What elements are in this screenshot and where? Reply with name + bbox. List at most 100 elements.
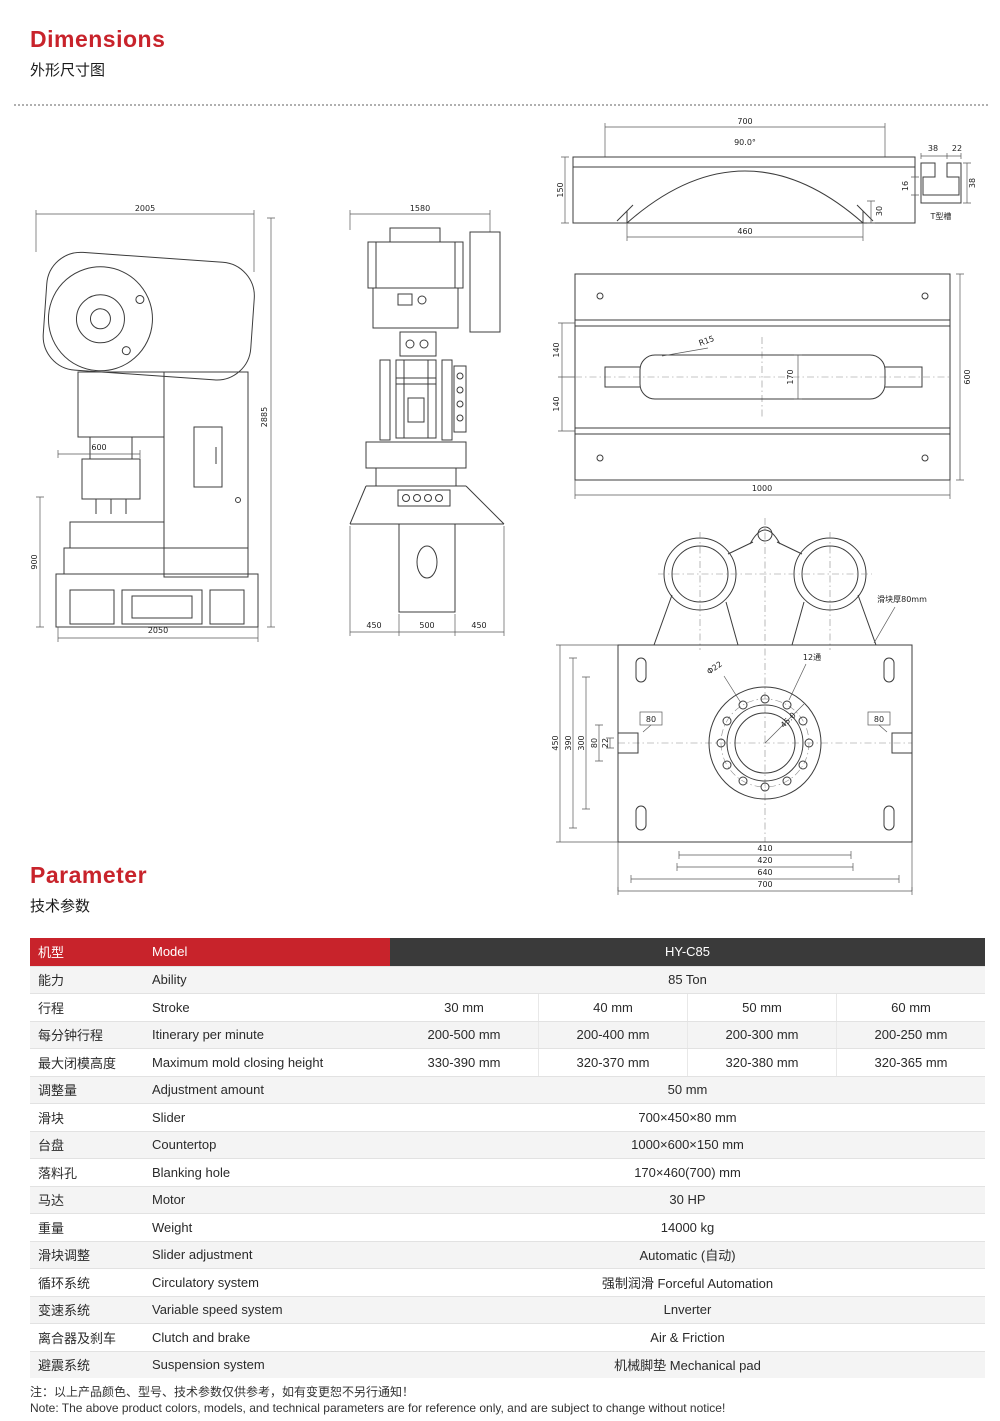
spec-label-en: Itinerary per minute: [152, 1027, 264, 1043]
dim-label: 700: [737, 117, 752, 126]
dim-label: 450: [366, 621, 381, 630]
footer-notes: 注：以上产品颜色、型号、技术参数仅供参考，如有变更恕不另行通知！ Note: T…: [30, 1384, 725, 1416]
spec-value: 85 Ton: [668, 972, 707, 988]
dim-label: 410: [757, 844, 772, 853]
spec-value: 330-390 mm: [427, 1054, 501, 1070]
spec-value: 200-300 mm: [687, 1021, 836, 1048]
spec-label-en: Slider adjustment: [152, 1247, 253, 1263]
dim-label: 640: [757, 868, 772, 877]
dim-label: 1000: [752, 484, 772, 493]
dim-label: 170: [786, 369, 795, 384]
dim-label: 460: [737, 227, 752, 236]
spec-value: 强制润滑 Forceful Automation: [601, 1275, 774, 1291]
spec-label-cn: 行程: [38, 1000, 65, 1016]
table-row: 每分钟行程 Itinerary per minute 200-500 mm 20…: [30, 1020, 985, 1048]
dim-label: 390: [564, 735, 573, 750]
parameter-heading: Parameter 技术参数: [30, 862, 147, 916]
spec-label-cn: 落料孔: [38, 1165, 78, 1181]
note-cn: 注：以上产品颜色、型号、技术参数仅供参考，如有变更恕不另行通知！: [30, 1385, 415, 1399]
table-row: 滑块 Slider 700×450×80 mm: [30, 1103, 985, 1131]
spec-label-en: Model: [152, 944, 188, 960]
spec-value: 50 mm: [687, 994, 836, 1021]
dim-label: 30: [875, 206, 884, 216]
dim-label: 700: [757, 880, 772, 889]
dim-label: 420: [757, 856, 772, 865]
spec-value: 200-400 mm: [538, 1021, 687, 1048]
spec-label-cn: 机型: [38, 945, 65, 961]
slider-thickness-note: 滑块厚80mm: [877, 594, 927, 604]
dim-label: 140: [552, 342, 561, 357]
dim-label: 80: [874, 715, 884, 724]
dim-label: 150: [556, 182, 565, 197]
dim-label: 80: [590, 738, 599, 748]
dimensions-heading: Dimensions 外形尺寸图: [30, 26, 165, 80]
table-row: 避震系统 Suspension system 机械脚垫 Mechanical p…: [30, 1350, 985, 1378]
dim-label: 38: [928, 144, 938, 153]
table-row: 落料孔 Blanking hole 170×460(700) mm: [30, 1158, 985, 1186]
spec-label-en: Ability: [152, 972, 187, 988]
spec-label-en: Suspension system: [152, 1357, 265, 1373]
spec-value: 320-365 mm: [836, 1049, 985, 1076]
spec-value: Lnverter: [663, 1302, 712, 1318]
dim-label: 38: [968, 178, 977, 188]
spec-label-cn: 循环系统: [38, 1275, 91, 1291]
bolster-top-view-drawing: R15 170 140 140 600 1000: [552, 273, 972, 499]
dim-label: 90.0°: [734, 138, 756, 147]
dim-label: Φ22: [705, 660, 724, 677]
spec-label-en: Motor: [152, 1192, 186, 1208]
spec-value: 320-370 mm: [538, 1049, 687, 1076]
spec-label-cn: 滑块: [38, 1110, 65, 1126]
spec-label-en: Blanking hole: [152, 1164, 231, 1180]
spec-label-en: Adjustment amount: [152, 1082, 265, 1098]
dotted-separator: [14, 104, 988, 106]
spec-value: 机械脚垫 Mechanical pad: [614, 1358, 761, 1374]
spec-label-en: Clutch and brake: [152, 1329, 251, 1345]
spec-label-en: Circulatory system: [152, 1274, 259, 1290]
spec-value: 200-500 mm: [427, 1027, 501, 1043]
spec-label-cn: 避震系统: [38, 1358, 91, 1374]
spec-label-cn: 每分钟行程: [38, 1028, 104, 1044]
spec-label-cn: 滑块调整: [38, 1248, 91, 1264]
spec-label-en: Variable speed system: [152, 1302, 283, 1318]
table-row: 变速系统 Variable speed system Lnverter: [30, 1295, 985, 1323]
dim-label: 12通: [803, 652, 821, 662]
spec-label-cn: 变速系统: [38, 1303, 91, 1319]
table-row: 能力 Ability 85 Ton: [30, 965, 985, 993]
spec-label-cn: 最大闭模高度: [38, 1055, 117, 1071]
note-en: Note: The above product colors, models, …: [30, 1401, 726, 1415]
spec-value: 1000×600×150 mm: [631, 1137, 744, 1153]
spec-value: Air & Friction: [650, 1329, 725, 1345]
model-value: HY-C85: [664, 944, 711, 960]
parameter-title: Parameter: [30, 862, 148, 888]
spec-value: 320-380 mm: [687, 1049, 836, 1076]
dim-label: 140: [552, 396, 561, 411]
dimensions-title: Dimensions: [30, 26, 166, 52]
spec-label-cn: 马达: [38, 1193, 65, 1209]
spec-value: 30 HP: [669, 1192, 706, 1208]
spec-value: 14000 kg: [660, 1219, 715, 1235]
spec-value: 30 mm: [444, 999, 484, 1015]
spec-value: 700×450×80 mm: [638, 1109, 737, 1125]
dim-label: 16: [901, 181, 910, 191]
t-slot-label: T型槽: [930, 211, 952, 221]
table-row: 台盘 Countertop 1000×600×150 mm: [30, 1130, 985, 1158]
spec-value: 60 mm: [836, 994, 985, 1021]
dim-label: 2050: [148, 626, 168, 635]
spec-label-cn: 调整量: [38, 1083, 78, 1099]
spec-label-cn: 重量: [38, 1220, 65, 1236]
spec-label-en: Stroke: [152, 999, 190, 1015]
crown-top-view-drawing: 700 90.0° 150 30 460 38 22 38 16 T型槽: [556, 117, 977, 241]
spec-label-en: Slider: [152, 1109, 186, 1125]
dim-label: 600: [963, 369, 972, 384]
dim-label: R15: [698, 334, 716, 348]
dim-label: 600: [91, 443, 106, 452]
spec-label-en: Weight: [152, 1219, 193, 1235]
parameter-table: 机型 Model HY-C85 能力 Ability 85 Ton 行程 Str…: [30, 938, 985, 1378]
table-row: 滑块调整 Slider adjustment Automatic (自动): [30, 1240, 985, 1268]
table-row: 离合器及刹车 Clutch and brake Air & Friction: [30, 1323, 985, 1351]
dim-label: 1580: [410, 204, 430, 213]
dim-label: 450: [551, 735, 560, 750]
dim-label: 2005: [135, 204, 155, 213]
table-row: 调整量 Adjustment amount 50 mm: [30, 1075, 985, 1103]
